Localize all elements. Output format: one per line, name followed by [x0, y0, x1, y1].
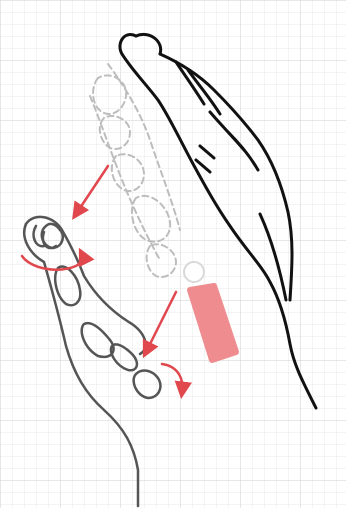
hand-diagram	[0, 0, 346, 508]
diagram-canvas	[0, 0, 346, 508]
